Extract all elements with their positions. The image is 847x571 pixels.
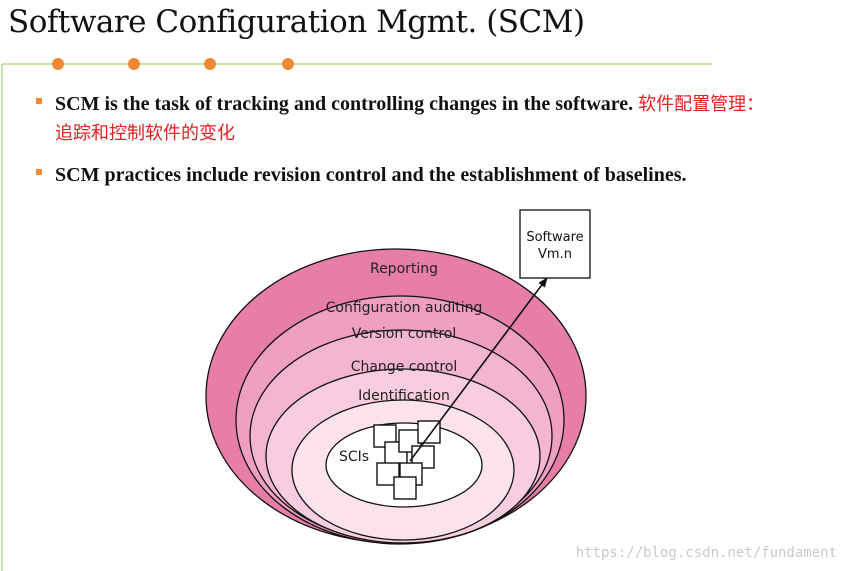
bullet-item: SCM practices include revision control a… <box>36 161 776 189</box>
bullet-chinese-note: 软件配置管理：追踪和控制软件的变化 <box>55 94 765 144</box>
bullet-text: SCM practices include revision control a… <box>55 161 776 189</box>
bullet-main-text: SCM is the task of tracking and controll… <box>55 93 634 115</box>
title-dot <box>204 58 216 70</box>
label-configuration-auditing: Configuration auditing <box>326 300 483 316</box>
sci-square <box>393 476 417 500</box>
bullet-main-text: SCM practices include revision control a… <box>55 164 687 186</box>
label-reporting: Reporting <box>370 261 438 277</box>
slide-title: Software Configuration Mgmt. (SCM) <box>8 4 585 40</box>
sci-square <box>417 420 441 444</box>
bullet-list: SCM is the task of tracking and controll… <box>36 90 776 202</box>
software-box-line1: Software <box>526 230 583 245</box>
bullet-text: SCM is the task of tracking and controll… <box>55 90 776 148</box>
label-scis: SCIs <box>339 449 369 465</box>
watermark: https://blog.csdn.net/fundament <box>575 545 837 561</box>
title-dot <box>128 58 140 70</box>
software-version-box <box>519 209 591 279</box>
bullet-marker <box>36 169 42 175</box>
arrow-to-software <box>409 277 548 462</box>
label-identification: Identification <box>358 388 450 404</box>
bullet-item: SCM is the task of tracking and controll… <box>36 90 776 148</box>
label-version-control: Version control <box>352 326 456 342</box>
label-change-control: Change control <box>351 359 458 375</box>
software-box-line2: Vm.n <box>538 247 572 262</box>
bullet-marker <box>36 98 42 104</box>
title-dot <box>52 58 64 70</box>
title-dot <box>282 58 294 70</box>
